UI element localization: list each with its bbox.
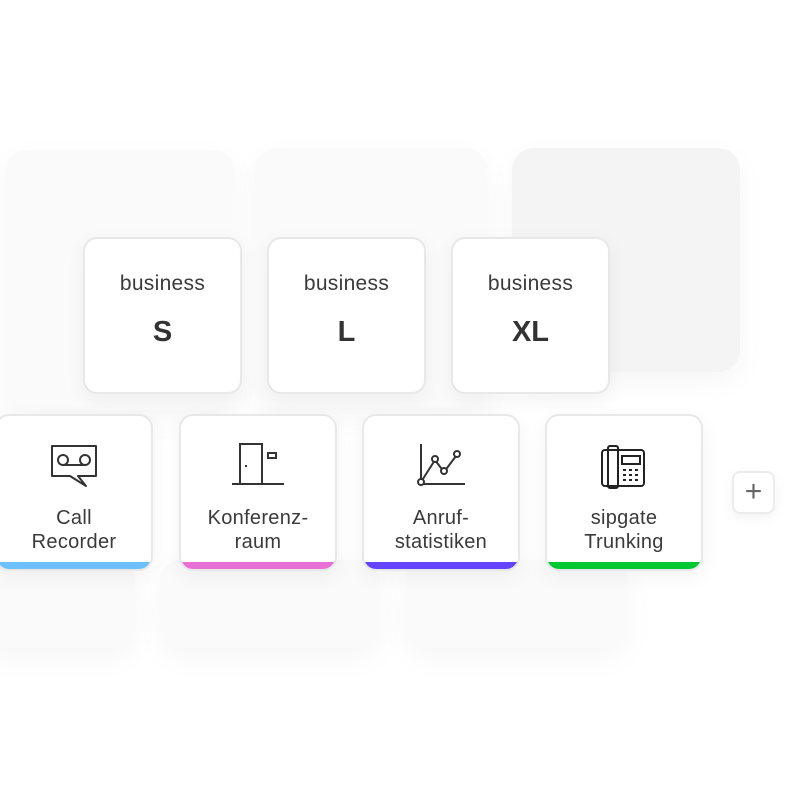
plan-card-business-s[interactable]: business S (83, 237, 242, 394)
plan-card-business-xl[interactable]: business XL (451, 237, 610, 394)
plan-title: business (303, 272, 390, 295)
feature-label-line2: Trunking (584, 531, 664, 553)
feature-label-line1: Anruf- (412, 507, 470, 529)
door-icon (232, 443, 284, 485)
feature-card-konferenzraum[interactable]: Konferenz-raum (179, 414, 337, 571)
color-bar (364, 562, 518, 569)
feature-label-line1: sipgate (590, 507, 658, 529)
color-bar (181, 562, 335, 569)
plan-size: XL (511, 316, 550, 348)
color-bar (0, 562, 151, 569)
line-chart-icon (417, 444, 465, 486)
feature-label-line1: Konferenz- (207, 507, 309, 529)
plan-title: business (487, 272, 574, 295)
plan-size: S (152, 316, 173, 348)
plan-card-business-l[interactable]: business L (267, 237, 426, 394)
plan-size: L (337, 316, 356, 348)
color-bar (547, 562, 701, 569)
feature-label-line2: statistiken (394, 531, 488, 553)
add-feature-button[interactable]: + (732, 471, 775, 514)
background-card (405, 560, 628, 648)
feature-label-line2: Recorder (31, 531, 117, 553)
plan-title: business (119, 272, 206, 295)
voicemail-icon (51, 445, 97, 487)
desk-phone-icon (601, 445, 645, 489)
background-card (0, 560, 135, 648)
feature-label-line2: raum (234, 531, 282, 553)
feature-label-line1: Call (56, 507, 92, 529)
background-card (160, 560, 380, 648)
feature-card-anrufstatistiken[interactable]: Anruf-statistiken (362, 414, 520, 571)
